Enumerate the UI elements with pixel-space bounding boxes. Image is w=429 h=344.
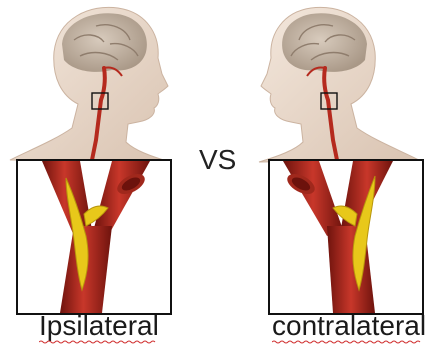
head-silhouette — [10, 7, 170, 162]
contralateral-illustration — [215, 0, 429, 344]
spellcheck-underline — [272, 340, 422, 344]
spellcheck-underline — [39, 340, 157, 344]
head-silhouette — [259, 7, 419, 162]
contralateral-panel: contralateral — [215, 0, 429, 344]
ipsilateral-illustration — [0, 0, 214, 344]
contralateral-caption: contralateral — [272, 312, 426, 340]
artery-zoom-inset — [17, 160, 171, 314]
artery-zoom-inset — [269, 160, 423, 314]
ipsilateral-caption: Ipsilateral — [39, 312, 159, 340]
ipsilateral-panel: Ipsilateral — [0, 0, 214, 344]
